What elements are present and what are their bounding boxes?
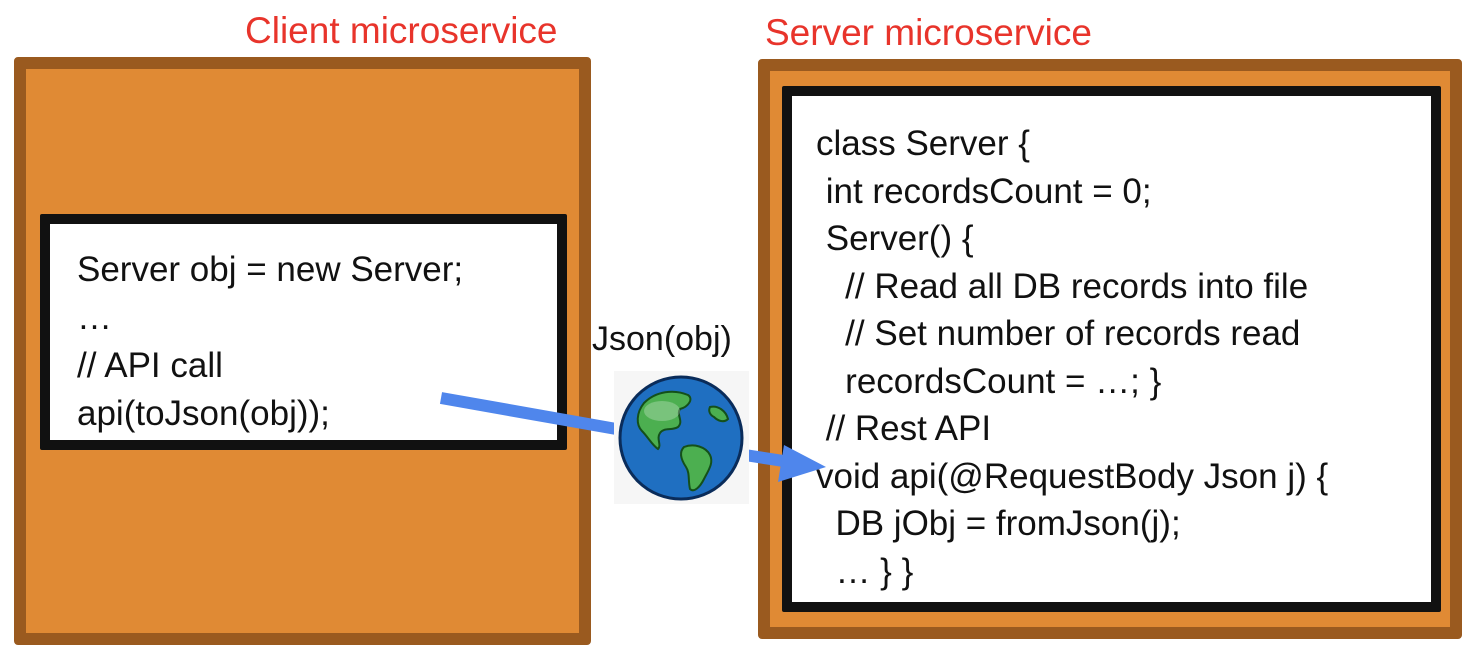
server-code-line: class Server {: [816, 124, 1030, 163]
server-code-line: DB jObj = fromJson(j);: [816, 504, 1181, 543]
client-code-line: Server obj = new Server;: [77, 250, 464, 289]
server-code-panel: class Server { int recordsCount = 0; Ser…: [782, 86, 1441, 612]
server-code-line: … } }: [816, 551, 914, 591]
client-code-line: api(toJson(obj));: [77, 394, 330, 433]
json-payload-label: Json(obj): [592, 320, 732, 358]
server-code-line: // Set number of records read: [816, 314, 1301, 353]
server-code-line: Server() {: [816, 219, 974, 258]
client-code-line: …: [77, 298, 112, 337]
client-code-line: // API call: [77, 346, 223, 385]
globe-icon: [614, 371, 749, 504]
server-code-line: int recordsCount = 0;: [816, 171, 1152, 211]
server-code-line: // Read all DB records into file: [816, 266, 1309, 306]
server-code-line: void api(@RequestBody Json j) {: [816, 456, 1329, 496]
server-microservice-title: Server microservice: [765, 12, 1092, 53]
server-code-line: recordsCount = …; }: [816, 361, 1162, 401]
server-code-line: // Rest API: [816, 409, 992, 448]
client-microservice-title: Client microservice: [245, 10, 558, 51]
client-code-panel: Server obj = new Server; … // API call a…: [40, 214, 567, 450]
